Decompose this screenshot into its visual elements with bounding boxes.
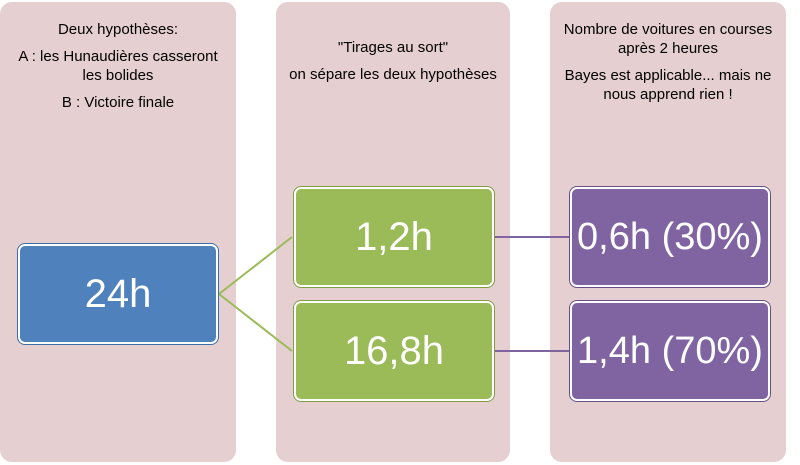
- node-result-a: 0,6h (30%): [570, 187, 770, 287]
- column-hypotheses-text: Deux hypothèses: A : les Hunaudières cas…: [0, 20, 236, 120]
- connector-root-to-branch-a: [218, 236, 293, 295]
- node-root-24h: 24h: [18, 244, 218, 344]
- connector-root-to-branch-b: [218, 293, 293, 352]
- node-result-b: 1,4h (70%): [570, 301, 770, 401]
- column-hypotheses: Deux hypothèses: A : les Hunaudières cas…: [0, 2, 236, 462]
- cars-running-heading: Nombre de voitures en courses après 2 he…: [563, 21, 773, 57]
- hypotheses-heading: Deux hypothèses:: [57, 21, 179, 38]
- hypothesis-a: A : les Hunaudières casseront les bolide…: [18, 48, 218, 84]
- column-draws-text: "Tirages au sort" on sépare les deux hyp…: [276, 38, 510, 92]
- column-cars-running-text: Nombre de voitures en courses après 2 he…: [550, 20, 786, 112]
- node-branch-b: 16,8h: [294, 301, 494, 401]
- hypothesis-b: B : Victoire finale: [61, 94, 175, 111]
- draws-description: on sépare les deux hypothèses: [289, 66, 497, 83]
- draws-heading: "Tirages au sort": [337, 39, 449, 56]
- bayes-note: Bayes est applicable... mais ne nous app…: [564, 67, 772, 103]
- node-branch-a: 1,2h: [294, 187, 494, 287]
